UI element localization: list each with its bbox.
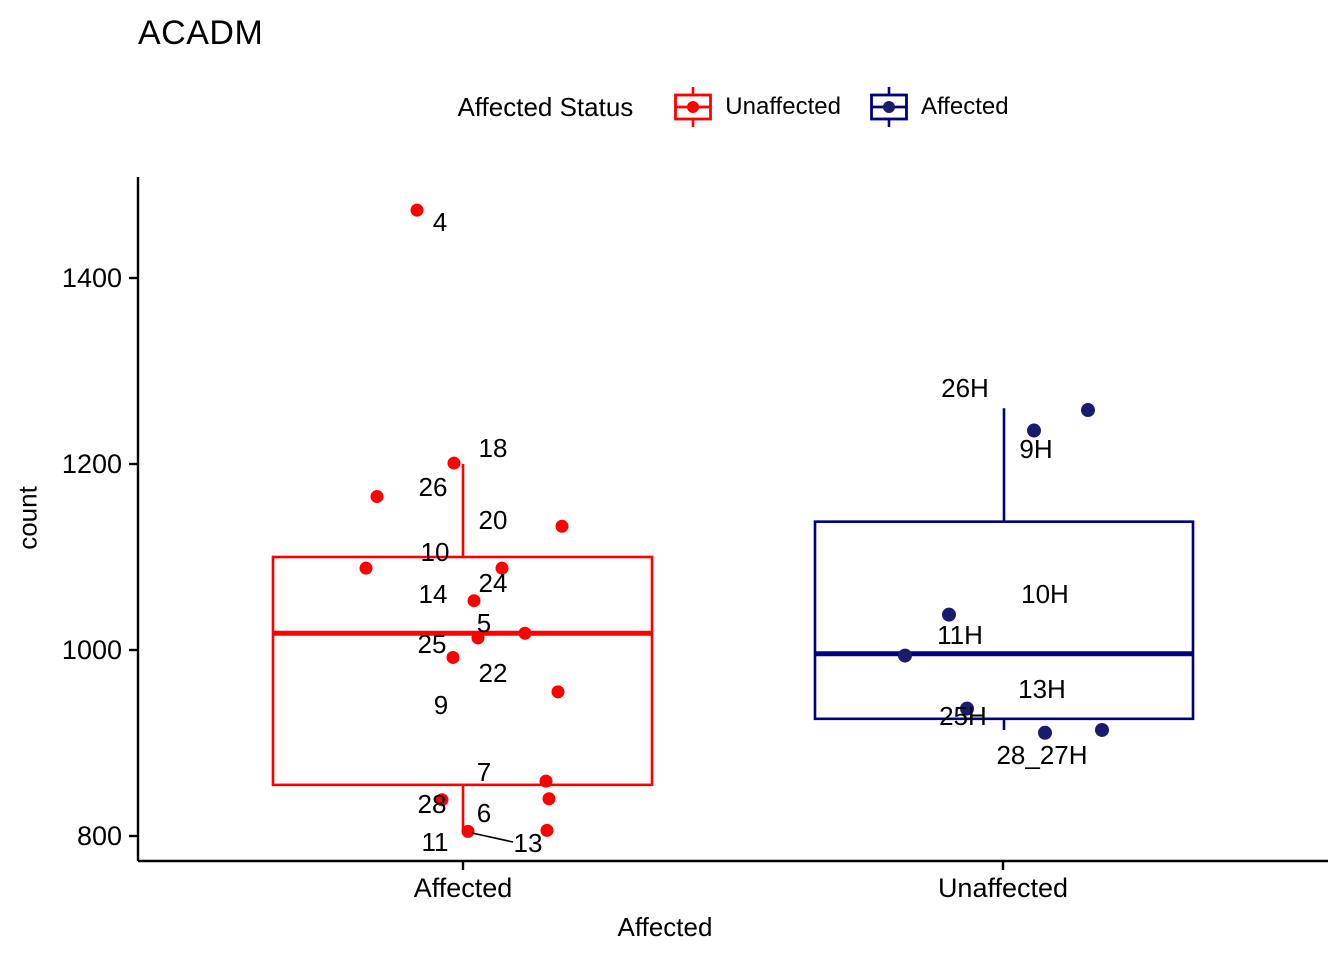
data-point-dot	[471, 631, 485, 645]
point-label: 25H	[939, 701, 987, 731]
data-point-dot	[542, 792, 556, 806]
y-tick-label: 1000	[62, 635, 122, 665]
legend-key-boxplot-icon	[870, 87, 908, 127]
legend: Affected Status Unaffected Affected	[138, 84, 1328, 130]
legend-key-boxplot-icon	[674, 87, 713, 127]
data-point-dot	[447, 456, 461, 470]
point-label: 22	[479, 658, 508, 688]
data-point-dot	[1038, 725, 1052, 740]
point-label: 10H	[1021, 579, 1069, 609]
point-label: 28	[418, 789, 447, 819]
point-label: 11H	[937, 620, 983, 650]
legend-item-label: Affected	[920, 93, 1009, 120]
x-tick-label: Unaffected	[938, 873, 1068, 903]
data-point-dot	[370, 490, 384, 504]
point-label: 9H	[1019, 434, 1052, 464]
data-point-dot	[495, 561, 509, 575]
legend-item: Unaffected	[673, 85, 841, 129]
x-axis-title: Affected	[617, 912, 713, 942]
data-point-dot	[539, 774, 553, 788]
legend-item: Affected	[869, 85, 1009, 129]
boxplot-box	[271, 555, 654, 787]
data-point-dot	[898, 648, 912, 663]
data-point-dot	[435, 793, 449, 807]
point-label: 20	[479, 505, 508, 535]
data-point-dot	[1095, 722, 1109, 737]
data-point-dot	[540, 823, 554, 837]
data-point-dot	[960, 701, 974, 716]
point-label: 14	[419, 579, 448, 609]
point-label: 11	[422, 827, 449, 857]
point-label: 18	[479, 433, 508, 463]
y-tick-label: 1400	[62, 263, 122, 293]
point-label: 13H	[1018, 674, 1066, 704]
y-tick-label: 800	[77, 821, 122, 851]
data-point-dot	[551, 685, 565, 699]
data-point-dot	[1081, 403, 1095, 418]
chart-title: ACADM	[138, 14, 264, 52]
label-leader-line	[471, 832, 514, 843]
data-point-dot	[518, 626, 532, 640]
data-point-dot	[410, 203, 424, 217]
y-tick-label: 1200	[62, 449, 122, 479]
point-label: 28_27H	[996, 740, 1087, 770]
point-label: 7	[477, 757, 491, 787]
legend-title: Affected Status	[457, 91, 634, 122]
point-label: 26	[419, 472, 448, 502]
point-label: 10	[421, 537, 450, 567]
data-point-dot	[1027, 423, 1041, 438]
data-point-dot	[555, 519, 569, 533]
point-label: 9	[434, 690, 448, 720]
point-label: 6	[477, 798, 491, 828]
point-label: 13	[514, 828, 543, 858]
point-label: 4	[433, 207, 447, 237]
boxplot-box	[813, 520, 1195, 721]
data-point-dot	[359, 561, 373, 575]
point-label: 25	[418, 629, 447, 659]
data-point-dot	[446, 650, 460, 664]
point-label: 24	[479, 568, 508, 598]
data-point-dot	[461, 824, 475, 838]
legend-item-label: Unaffected	[725, 93, 841, 120]
y-axis-title: count	[12, 486, 43, 550]
data-point-dot	[467, 594, 481, 608]
x-tick-label: Affected	[414, 873, 513, 903]
data-point-dot	[942, 607, 956, 622]
point-label: 26H	[941, 373, 989, 403]
point-label: 5	[477, 608, 491, 638]
